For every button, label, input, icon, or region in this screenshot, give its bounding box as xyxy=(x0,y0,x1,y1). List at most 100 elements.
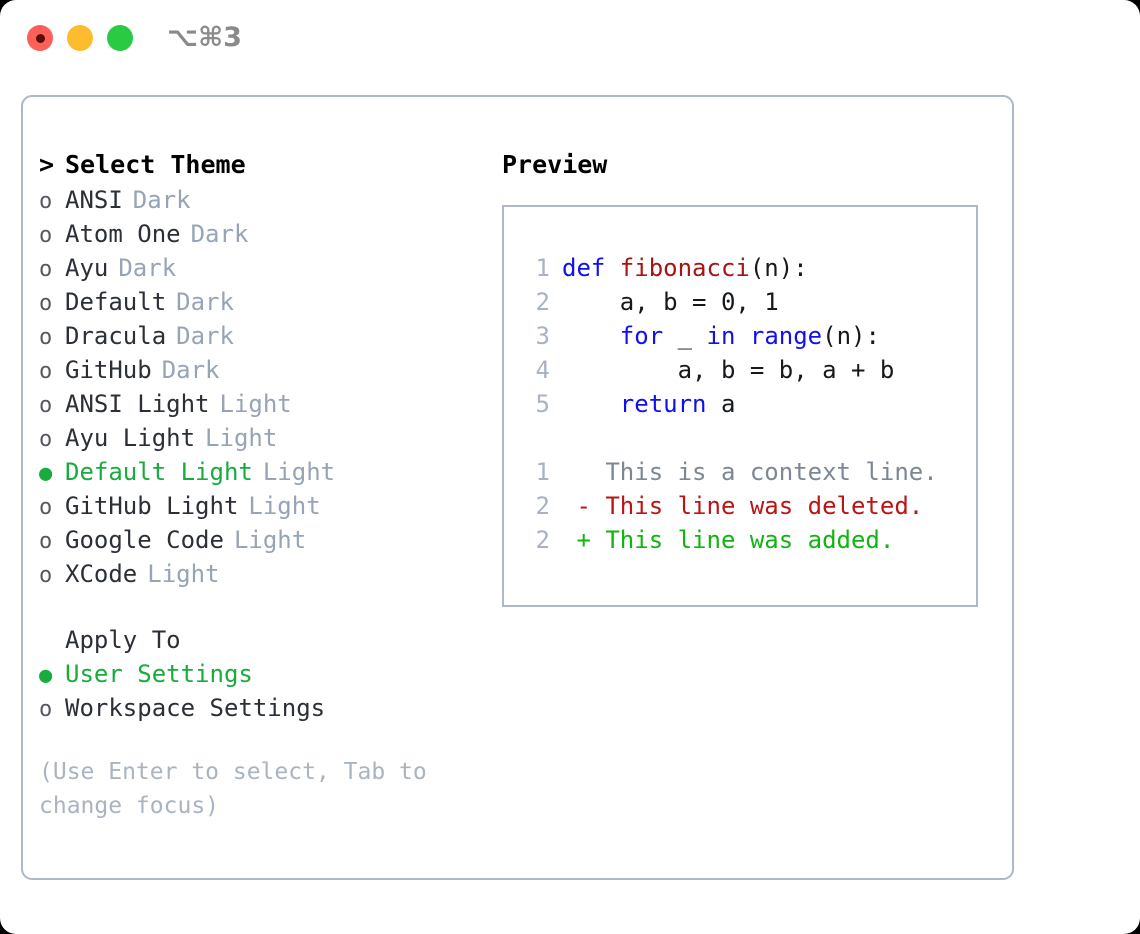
prompt-icon: > xyxy=(39,150,55,179)
theme-option-label: GitHub xyxy=(65,356,152,384)
theme-option-xcode[interactable]: o XCode Light xyxy=(39,557,489,591)
theme-option-ayu[interactable]: o Ayu Dark xyxy=(39,251,489,285)
code-token-del: - This line was deleted. xyxy=(562,492,924,520)
preview-title: Preview xyxy=(502,150,608,179)
radio-unselected-icon: o xyxy=(39,325,53,350)
theme-option-label: XCode xyxy=(65,560,138,588)
theme-option-label: ANSI xyxy=(65,186,123,214)
code-text: return a xyxy=(562,387,736,421)
apply-to-option-label: User Settings xyxy=(65,660,253,688)
code-text: a, b = b, a + b xyxy=(562,353,895,387)
theme-option-label: Google Code xyxy=(65,526,224,554)
code-token-plain: _ xyxy=(663,322,707,350)
code-line: 1 This is a context line. xyxy=(504,455,976,489)
code-token-plain: a, b = b, a + b xyxy=(562,356,895,384)
line-number: 1 xyxy=(535,254,550,282)
minimize-button[interactable] xyxy=(67,25,93,51)
code-token-kw: for xyxy=(619,322,664,350)
maximize-button[interactable] xyxy=(107,25,133,51)
code-text: - This line was deleted. xyxy=(562,489,923,523)
apply-to-option-label: Workspace Settings xyxy=(65,694,326,722)
close-button[interactable] xyxy=(27,25,53,51)
code-token-plain xyxy=(562,322,620,350)
theme-option-label: GitHub Light xyxy=(65,492,239,520)
theme-variant-tag: Dark xyxy=(176,322,234,350)
radio-unselected-icon: o xyxy=(39,393,53,418)
theme-variant-tag: Dark xyxy=(118,254,177,282)
theme-variant-tag: Light xyxy=(219,390,292,418)
code-token-plain: (n): xyxy=(749,254,808,282)
code-line: 5 return a xyxy=(504,387,976,421)
code-token-kw: def xyxy=(562,254,620,282)
code-token-kw: in xyxy=(706,322,736,350)
theme-option-label: ANSI Light xyxy=(65,390,210,418)
theme-variant-tag: Light xyxy=(262,458,336,486)
code-line: 3 for _ in range(n): xyxy=(504,319,976,353)
code-token-kw: range xyxy=(749,322,823,350)
code-line: 2 + This line was added. xyxy=(504,523,976,557)
line-number: 3 xyxy=(535,322,550,350)
code-token-fn: fibonacci xyxy=(619,254,750,282)
keyboard-shortcut-label: ⌥⌘3 xyxy=(167,22,242,53)
radio-unselected-icon: o xyxy=(39,563,53,588)
line-number: 2 xyxy=(535,492,550,520)
theme-option-ayu-light[interactable]: o Ayu Light Light xyxy=(39,421,489,455)
theme-variant-tag: Light xyxy=(205,424,278,452)
select-theme-title: Select Theme xyxy=(65,150,246,179)
theme-option-ansi[interactable]: o ANSI Dark xyxy=(39,183,489,217)
code-line: 2 a, b = 0, 1 xyxy=(504,285,976,319)
theme-option-label: Default xyxy=(65,288,167,316)
code-text: for _ in range(n): xyxy=(562,319,880,353)
theme-option-github-light[interactable]: o GitHub Light Light xyxy=(39,489,489,523)
code-text: This is a context line. xyxy=(562,455,938,489)
radio-unselected-icon: o xyxy=(39,529,53,554)
radio-unselected-icon: o xyxy=(39,189,53,214)
line-number: 2 xyxy=(535,288,550,316)
radio-selected-icon: ● xyxy=(39,461,53,486)
theme-variant-tag: Dark xyxy=(190,220,249,248)
code-diff-separator xyxy=(504,421,976,455)
diff-sample: 1 This is a context line. 2 - This line w… xyxy=(504,455,976,557)
radio-unselected-icon: o xyxy=(39,257,53,282)
code-token-plain: (n): xyxy=(822,322,880,350)
theme-option-label: Ayu Light xyxy=(65,424,196,452)
theme-variant-tag: Light xyxy=(147,560,220,588)
theme-option-label: Ayu xyxy=(65,254,109,282)
theme-option-ansi-light[interactable]: o ANSI Light Light xyxy=(39,387,489,421)
title-bar: ⌥⌘3 xyxy=(0,0,1140,78)
code-token-ctx: This is a context line. xyxy=(562,458,938,486)
code-text: def fibonacci(n): xyxy=(562,251,808,285)
code-line: 1 def fibonacci(n): xyxy=(504,251,976,285)
radio-unselected-icon: o xyxy=(39,427,53,452)
select-theme-heading: > Select Theme xyxy=(39,147,489,183)
code-token-kw: return xyxy=(619,390,707,418)
radio-unselected-icon: o xyxy=(39,223,53,248)
code-token-plain: a xyxy=(706,390,736,418)
radio-unselected-icon: o xyxy=(39,495,53,520)
section-spacer xyxy=(39,591,489,623)
code-text: a, b = 0, 1 xyxy=(562,285,779,319)
radio-selected-icon: ● xyxy=(39,663,53,688)
theme-variant-tag: Dark xyxy=(132,186,191,214)
code-token-plain xyxy=(735,322,749,350)
theme-option-atom-one[interactable]: o Atom One Dark xyxy=(39,217,489,251)
line-number: 4 xyxy=(535,356,550,384)
theme-option-label: Atom One xyxy=(65,220,181,248)
line-number: 2 xyxy=(535,526,550,554)
line-number: 5 xyxy=(535,390,550,418)
apply-to-option-user-settings[interactable]: ● User Settings xyxy=(39,657,489,691)
theme-variant-tag: Light xyxy=(248,492,321,520)
